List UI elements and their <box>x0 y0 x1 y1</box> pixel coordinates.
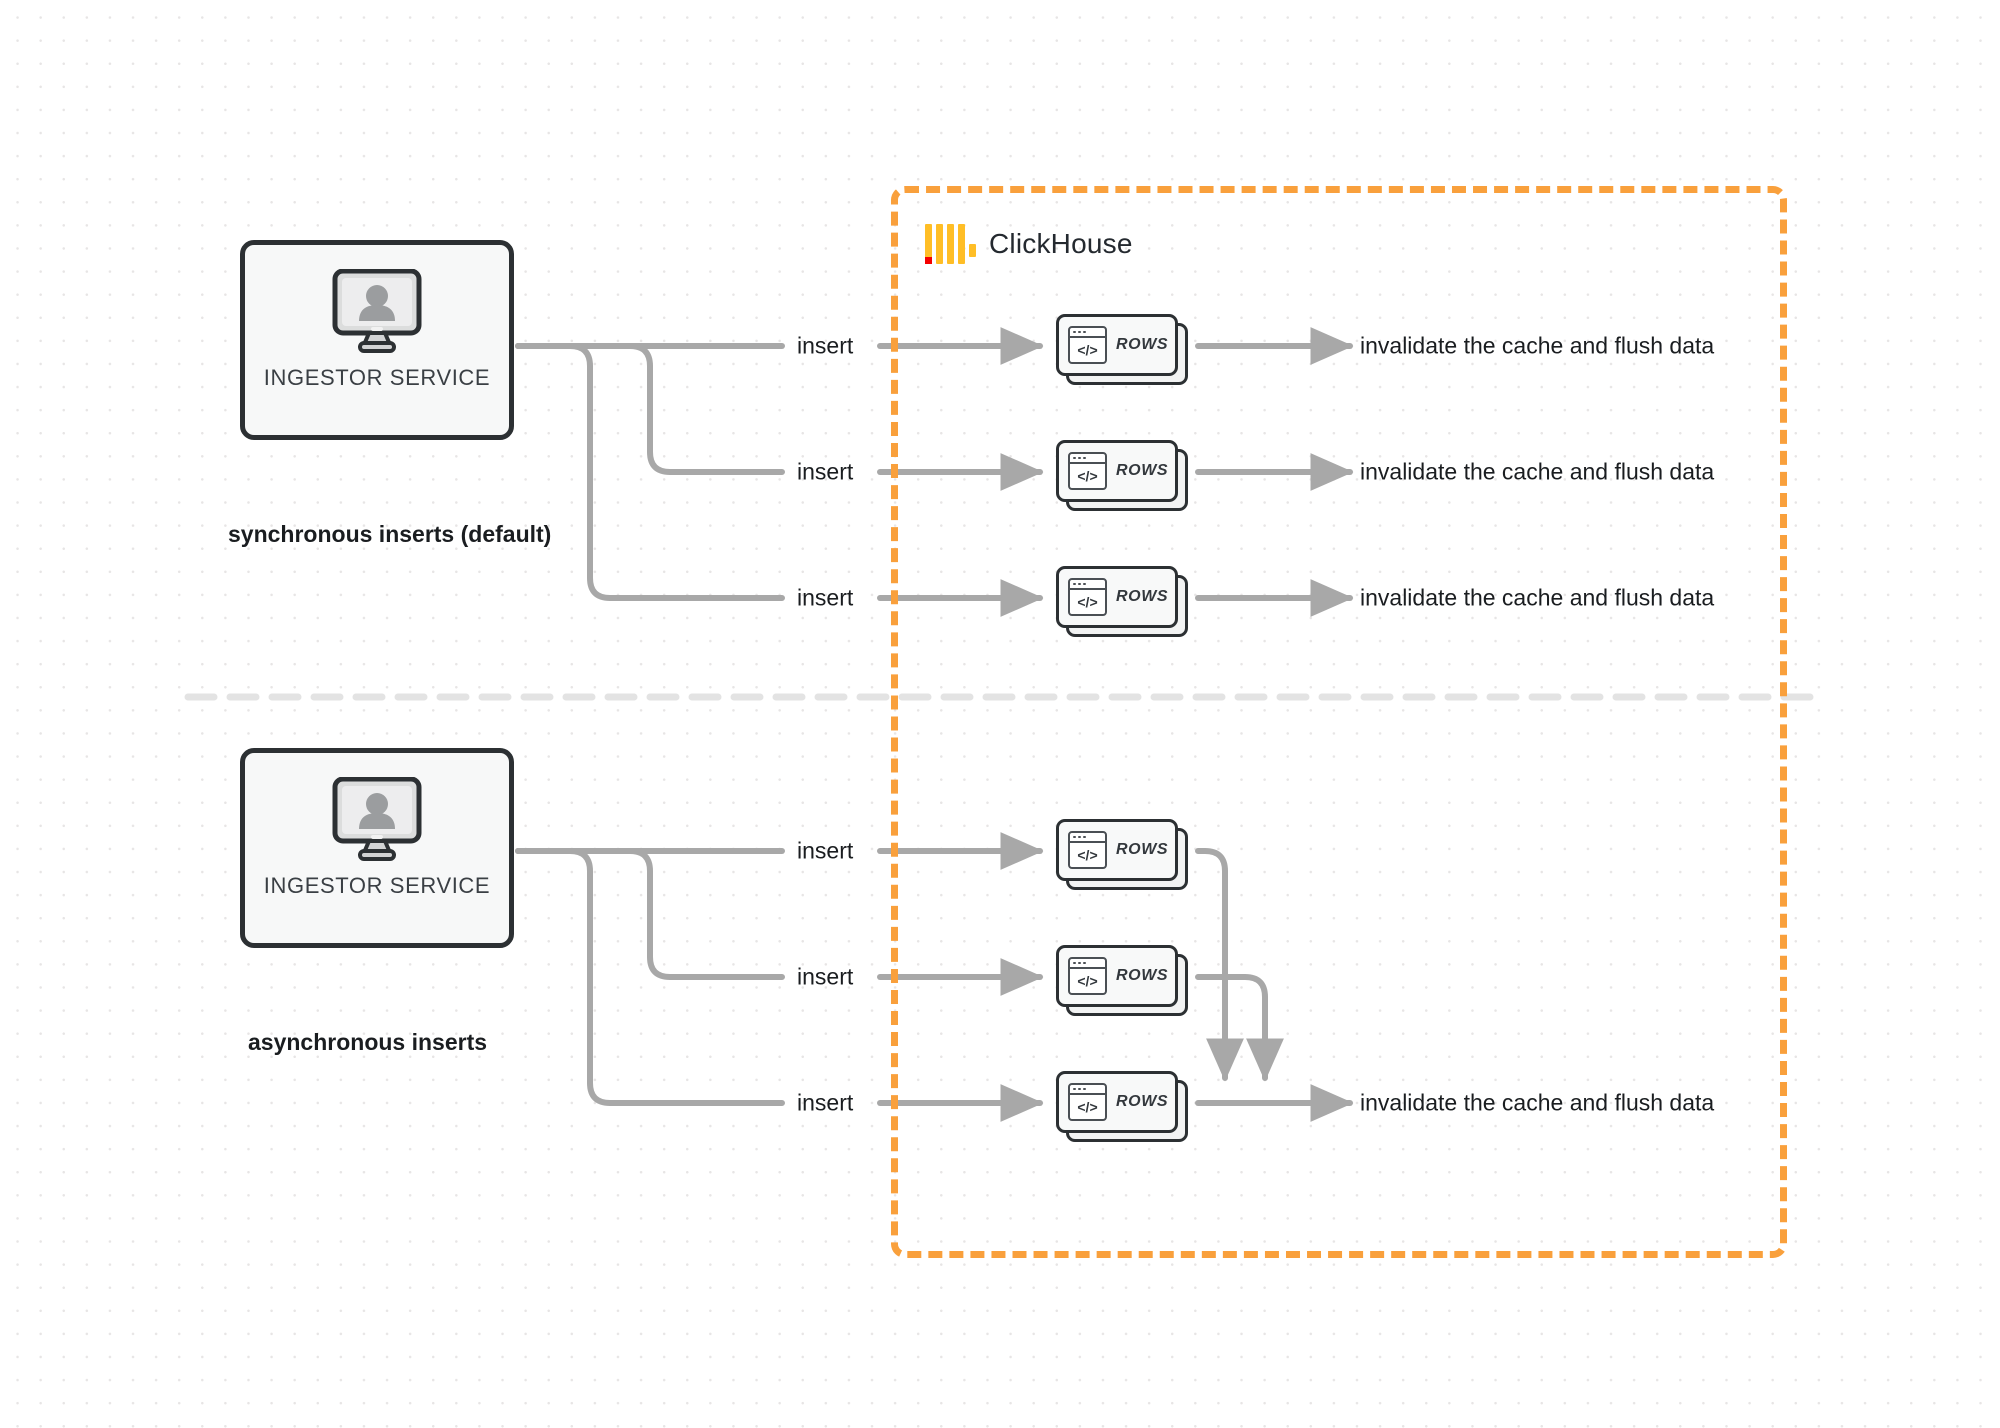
edge-label-insert-async-3: insert <box>797 1089 854 1116</box>
code-window-icon: </> <box>1068 452 1107 490</box>
ingestor-service-label-async: INGESTOR SERVICE <box>263 873 491 898</box>
ingestor-service-label-sync: INGESTOR SERVICE <box>263 365 491 390</box>
rows-card-async-3[interactable]: </> ROWS <box>1056 1071 1188 1142</box>
edge-label-insert-sync-3: insert <box>797 584 854 611</box>
clickhouse-brand: ClickHouse <box>925 222 1133 266</box>
rows-card-label: ROWS <box>1116 588 1169 605</box>
rows-card-sync-2[interactable]: </> ROWS <box>1056 440 1188 511</box>
edge-sync-fanout-row2 <box>515 343 785 475</box>
rows-card-face: </> ROWS <box>1056 945 1178 1007</box>
caption-sync: synchronous inserts (default) <box>228 521 552 547</box>
clickhouse-logo-icon <box>925 224 976 264</box>
ingestor-service-async[interactable]: INGESTOR SERVICE <box>240 748 514 948</box>
edge-async-fanout-row2 <box>515 848 785 980</box>
rows-card-sync-3[interactable]: </> ROWS <box>1056 566 1188 637</box>
code-window-icon: </> <box>1068 326 1107 364</box>
monitor-user-icon <box>329 776 425 865</box>
result-label-sync-1: invalidate the cache and flush data <box>1360 332 1715 359</box>
rows-card-label: ROWS <box>1116 336 1169 353</box>
edge-async-fanout-row3 <box>515 848 785 1106</box>
rows-card-face: </> ROWS <box>1056 440 1178 502</box>
code-window-icon: </> <box>1068 1083 1107 1121</box>
edge-label-insert-sync-1: insert <box>797 332 854 359</box>
monitor-user-icon <box>329 268 425 357</box>
rows-card-label: ROWS <box>1116 967 1169 984</box>
code-window-icon: </> <box>1068 578 1107 616</box>
result-label-sync-3: invalidate the cache and flush data <box>1360 584 1715 611</box>
rows-card-face: </> ROWS <box>1056 1071 1178 1133</box>
result-label-async-merged: invalidate the cache and flush data <box>1360 1089 1715 1116</box>
clickhouse-label: ClickHouse <box>989 228 1133 259</box>
edge-async-merge-row1 <box>1195 848 1245 1082</box>
edge-async-merge-row2 <box>1195 974 1285 1082</box>
rows-card-face: </> ROWS <box>1056 314 1178 376</box>
caption-async: asynchronous inserts <box>248 1029 488 1055</box>
ingestor-service-sync[interactable]: INGESTOR SERVICE <box>240 240 514 440</box>
result-label-sync-2: invalidate the cache and flush data <box>1360 458 1715 485</box>
clickhouse-container <box>891 186 1787 1258</box>
rows-card-face: </> ROWS <box>1056 819 1178 881</box>
edge-label-insert-sync-2: insert <box>797 458 854 485</box>
edge-label-insert-async-1: insert <box>797 837 854 864</box>
rows-card-async-1[interactable]: </> ROWS <box>1056 819 1188 890</box>
rows-card-label: ROWS <box>1116 841 1169 858</box>
rows-card-async-2[interactable]: </> ROWS <box>1056 945 1188 1016</box>
rows-card-label: ROWS <box>1116 1093 1169 1110</box>
rows-card-label: ROWS <box>1116 462 1169 479</box>
edge-sync-fanout-row3 <box>515 343 785 601</box>
rows-card-sync-1[interactable]: </> ROWS <box>1056 314 1188 385</box>
code-window-icon: </> <box>1068 957 1107 995</box>
edge-label-insert-async-2: insert <box>797 963 854 990</box>
code-window-icon: </> <box>1068 831 1107 869</box>
rows-card-face: </> ROWS <box>1056 566 1178 628</box>
